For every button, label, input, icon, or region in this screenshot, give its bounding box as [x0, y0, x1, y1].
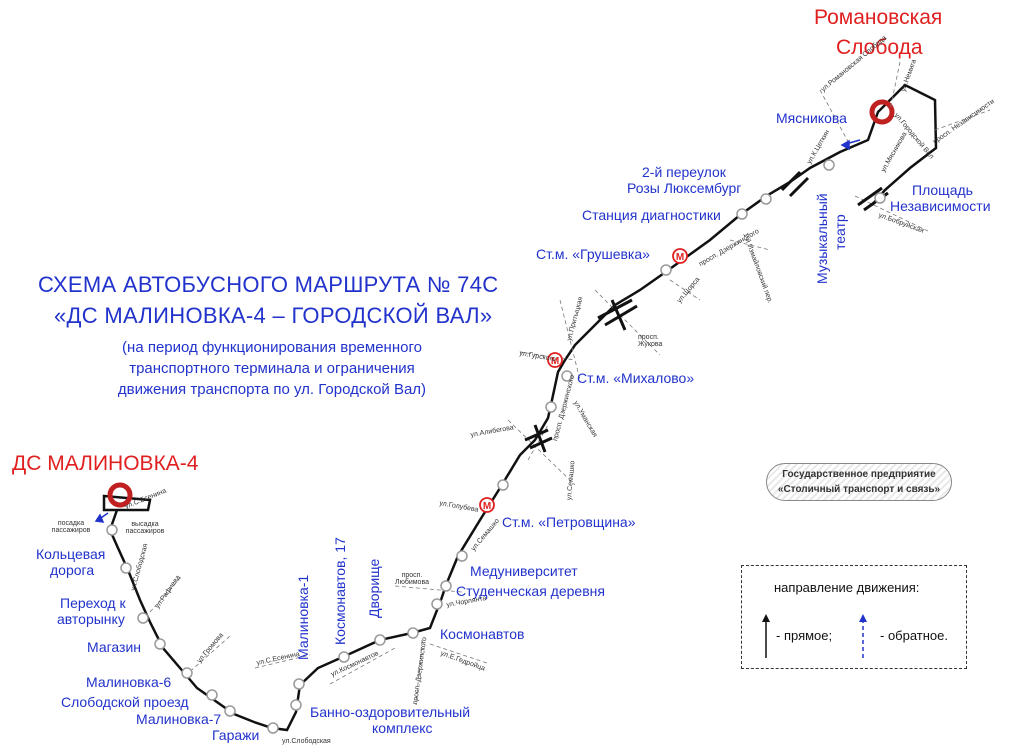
legend-arrows — [762, 614, 867, 658]
terminal-start-label: ДС МАЛИНОВКА-4 — [12, 452, 199, 475]
stop-muzteatr-line2: театр — [832, 214, 848, 250]
legend-reverse-label: - обратное. — [880, 628, 948, 643]
stop-banno-line2: комплекс — [372, 720, 433, 736]
stop-perekhod-line1: Переход к — [60, 595, 126, 611]
stop-markers — [106, 159, 886, 734]
stop-studencheskaya: Студенческая деревня — [456, 583, 605, 599]
agency-badge: Государственное предприятие «Столичный т… — [766, 463, 952, 501]
stop-perekhod-line2: авторынку — [57, 611, 125, 627]
stop-rosa-line1: 2-й переулок — [642, 164, 726, 180]
map-title-line1: СХЕМА АВТОБУСНОГО МАРШРУТА № 74С — [38, 272, 499, 297]
terminal-end-label-line2: Слобода — [836, 36, 923, 59]
stop-meduniversitet: Медуниверситет — [470, 563, 578, 579]
stop-muzteatr-line1: Музыкальный — [814, 193, 830, 284]
stop-malinovka1: Малиновка-1 — [295, 574, 311, 660]
agency-line2: «Столичный транспорт и связь» — [777, 484, 941, 495]
reverse-arrow-icon — [94, 139, 861, 523]
map-subtitle-line3: движения транспорта по ул. Городской Вал… — [117, 381, 427, 398]
stop-ploshchad-line2: Независимости — [890, 198, 991, 214]
stop-ploshchad-line1: Площадь — [912, 182, 973, 198]
map-subtitle-line2: транспортного терминала и ограничения — [129, 360, 415, 377]
metro-symbol: М — [483, 501, 491, 512]
stop-koltsevaya-line2: дорога — [50, 562, 95, 578]
stop-myasnikova: Мясникова — [776, 110, 847, 126]
stop-petrovshchina: Ст.м. «Петровщина» — [502, 514, 636, 530]
metro-symbol: М — [676, 252, 684, 263]
map-title-line2: «ДС МАЛИНОВКА-4 – ГОРОДСКОЙ ВАЛ» — [54, 303, 493, 328]
stop-malinovka6: Малиновка-6 — [86, 674, 172, 690]
street-label: посадка пассажиров — [51, 520, 91, 534]
stop-dvorishche: Дворище — [366, 558, 382, 618]
stop-rosa-line2: Розы Люксембург — [627, 180, 742, 196]
stop-grushevka: Ст.м. «Грушевка» — [536, 246, 650, 262]
stop-mikhalovo: Ст.м. «Михалово» — [577, 370, 695, 386]
street-label: ул.Слободская — [282, 738, 331, 745]
stop-banno-line1: Банно-оздоровительный — [310, 704, 471, 720]
street-label: просп. Любимова — [394, 572, 429, 586]
agency-line1: Государственное предприятие — [782, 469, 936, 480]
stop-magazin: Магазин — [87, 639, 142, 655]
route-line — [108, 83, 938, 732]
direction-legend — [741, 565, 967, 669]
end-terminal-icon — [869, 99, 895, 125]
side-streets — [149, 61, 991, 706]
stop-koltsevaya-line1: Кольцевая — [36, 546, 106, 562]
metro-icon — [479, 248, 688, 513]
metro-symbol: М — [551, 356, 559, 367]
legend-forward-label: - прямое; — [776, 628, 833, 643]
map-subtitle-line1: (на период функционирования временного — [122, 339, 422, 356]
street-label: просп. Жукова — [638, 334, 663, 348]
street-label: высадка пассажиров — [125, 521, 165, 535]
stop-kosmonavtov17: Космонавтов, 17 — [332, 537, 348, 645]
terminal-end-label-line1: Романовская — [814, 6, 943, 29]
stop-kosmonavtov: Космонавтов — [440, 626, 525, 642]
stop-stantsiya: Станция диагностики — [582, 207, 721, 223]
stop-malinovka7: Малиновка-7 — [136, 711, 222, 727]
stop-slobodskoy: Слободской проезд — [61, 694, 189, 710]
stop-garazhi: Гаражи — [212, 727, 260, 743]
legend-title: направление движения: — [774, 580, 920, 595]
start-terminal-icon — [107, 482, 133, 508]
